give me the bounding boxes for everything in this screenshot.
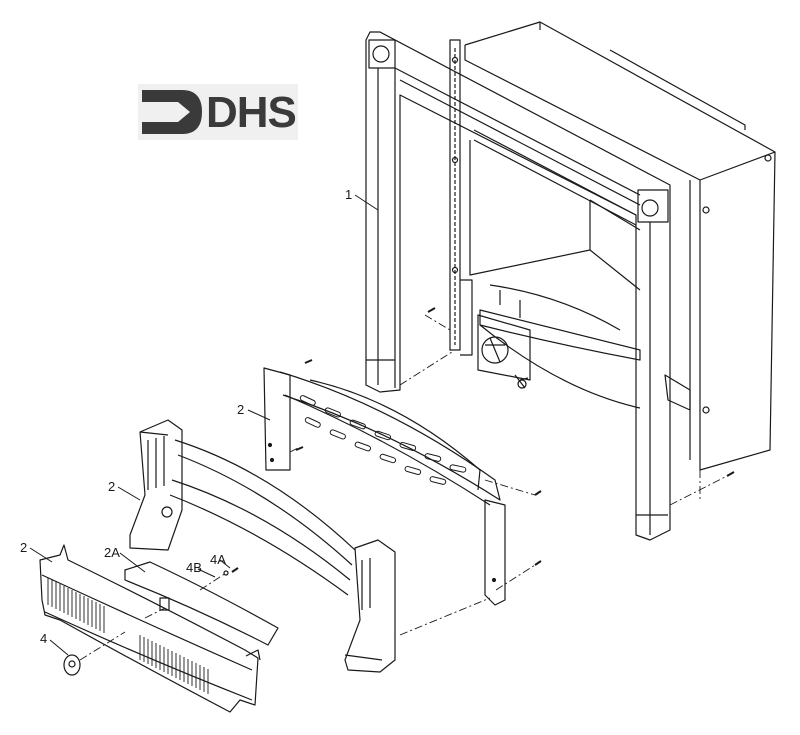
callout-1: 1	[345, 187, 353, 202]
callout-4a: 4A	[210, 552, 226, 567]
screws	[223, 307, 735, 576]
callout-2-rear-fret: 2	[237, 402, 245, 417]
callout-2-front-fret: 2	[108, 479, 116, 494]
burner-assembly	[477, 284, 691, 411]
plate-2a	[124, 561, 279, 646]
firebox	[464, 21, 776, 471]
assembly-lines	[79, 314, 728, 661]
rear-fret-bracket	[263, 367, 506, 606]
surround-frame	[365, 31, 671, 541]
logo-text: DHS	[206, 88, 297, 137]
dhs-logo: DHS	[138, 84, 298, 140]
callout-2a: 2A	[104, 545, 120, 560]
arrow-logo-icon	[142, 90, 202, 134]
side-bracket	[449, 39, 473, 356]
callout-4: 4	[40, 631, 48, 646]
knob-part-4	[63, 654, 81, 676]
callout-2-ashpan: 2	[20, 540, 28, 555]
callout-4b: 4B	[186, 560, 202, 575]
leader-lines	[29, 194, 379, 656]
front-fret	[129, 419, 396, 673]
ashpan-cover	[39, 544, 261, 713]
